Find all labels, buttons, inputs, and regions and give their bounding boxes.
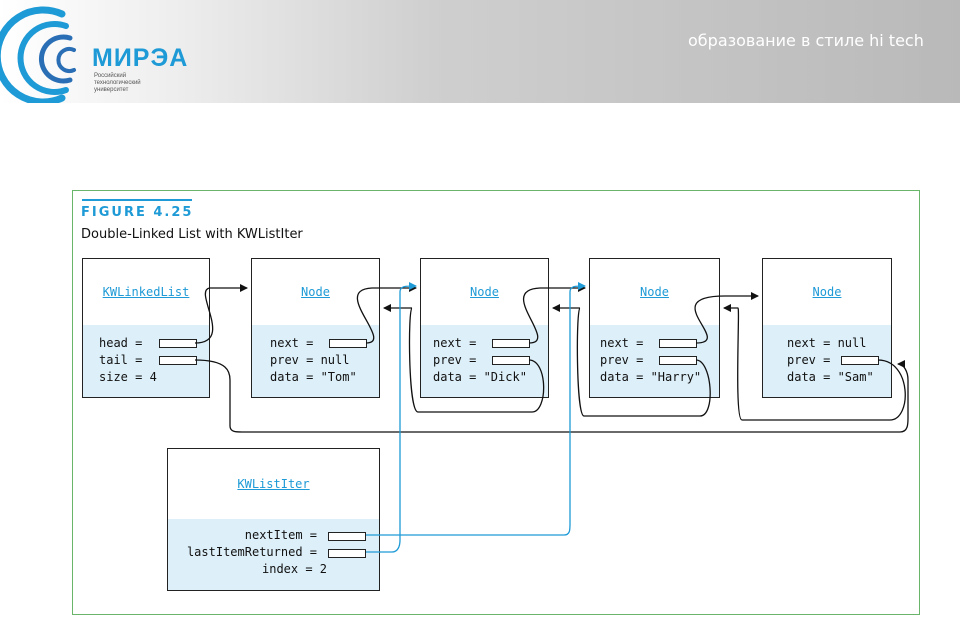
kwlinkedlist-fields: head = tail = size = 4 [83,325,209,397]
node-sam: Node next = null prev = data = "Sam" [762,258,892,398]
next-field: next = [270,336,314,350]
nextitem-field: nextItem = [244,528,317,542]
next-field: next = null [787,336,867,350]
harry-next-line [694,292,759,344]
node-fields: next = prev = data = "Harry" [590,325,719,397]
node-harry: Node next = prev = data = "Harry" [589,258,720,398]
node-dick: Node next = prev = data = "Dick" [420,258,549,398]
lastitemreturned-pointer-line [366,282,417,553]
tail-field: tail = [99,353,143,367]
nextitem-pointer-line [366,282,586,536]
header-bar: МИРЭА Российский технологический универс… [0,0,960,103]
kwlistiter-box: KWListIter nextItem = lastItemReturned =… [167,448,380,591]
figure-label: FIGURE 4.25 [81,205,194,220]
figure-caption: Double-Linked List with KWListIter [81,227,303,242]
node-fields: next = null prev = data = "Sam" [763,325,891,397]
dick-next-line [523,284,586,344]
tagline: образование в стиле hi tech [688,31,924,50]
kwlinkedlist-box: KWLinkedList head = tail = size = 4 [82,258,210,398]
sam-prev-line [723,304,906,421]
head-field: head = [99,336,143,350]
kwlinkedlist-title: KWLinkedList [102,285,190,299]
tom-next-line [356,284,417,344]
node-title: Node [470,285,499,299]
dick-prev-line [383,304,545,413]
node-title: Node [640,285,669,299]
harry-prev-line [552,304,711,417]
next-field: next = [433,336,477,350]
kwlistiter-fields: nextItem = lastItemReturned = index = 2 [168,519,379,590]
lastitemreturned-pointer-box [328,549,366,558]
tail-pointer-line [194,359,909,433]
lastitemreturned-field: lastItemReturned = [186,545,317,559]
prev-field: prev = null [270,353,350,367]
data-field: data = "Tom" [270,370,357,384]
node-fields: next = prev = data = "Dick" [421,325,548,397]
data-field: data = "Harry" [600,370,702,384]
index-field: index = 2 [262,562,328,576]
prev-field: prev = [600,353,644,367]
node-tom: Node next = prev = null data = "Tom" [251,258,380,398]
node-title: Node [301,285,330,299]
nextitem-pointer-box [328,532,366,541]
brand-subtitle: Российский технологический университет [94,73,141,93]
mirea-logo [0,6,76,103]
prev-field: prev = [787,353,831,367]
node-title: Node [812,285,842,299]
figure-rule [82,199,192,201]
data-field: data = "Sam" [787,370,874,384]
node-fields: next = prev = null data = "Tom" [252,325,379,397]
next-field: next = [600,336,644,350]
prev-field: prev = [433,353,477,367]
size-field: size = 4 [99,370,157,384]
data-field: data = "Dick" [433,370,527,384]
head-pointer-line [194,284,248,344]
kwlistiter-title: KWListIter [237,477,310,491]
brand-name: МИРЭА [92,44,189,72]
